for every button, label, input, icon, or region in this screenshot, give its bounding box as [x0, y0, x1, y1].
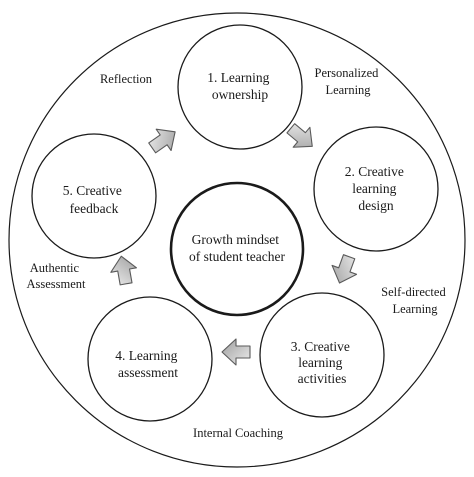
node-label-line: ownership [212, 87, 268, 102]
side-label-line: Self-directed [381, 285, 446, 299]
node-creative-learning-activities-label: 3. Creative learning activities [291, 339, 354, 386]
node-label-line: learning [352, 181, 396, 196]
node-label-line: 2. Creative [345, 164, 404, 179]
node-label-line: 1. Learning [207, 70, 269, 85]
arrow-feedback-to-ownership [148, 128, 176, 154]
label-self-directed-learning: Self-directed Learning [381, 285, 449, 316]
center-text-line: of student teacher [189, 249, 285, 264]
arrow-ownership-to-design [286, 123, 313, 148]
side-label-line: Assessment [26, 277, 86, 291]
arrow-design-to-activities [331, 254, 358, 284]
label-internal-coaching: Internal Coaching [193, 426, 284, 440]
node-label-line: learning [298, 355, 342, 370]
node-creative-feedback [31, 133, 157, 259]
node-label-line: design [358, 198, 393, 213]
center-circle [169, 181, 305, 317]
block-arrow-shape [221, 338, 251, 366]
label-reflection: Reflection [100, 72, 153, 86]
block-arrow-shape [286, 123, 313, 148]
node-creative-feedback-label: 5. Creative feedback [63, 183, 126, 216]
side-label-line: Learning [392, 302, 438, 316]
node-learning-assessment-label: 4. Learning assessment [115, 348, 181, 380]
side-label-line: Reflection [100, 72, 153, 86]
block-arrow-shape [148, 128, 176, 154]
side-label-line: Authentic [30, 261, 80, 275]
block-arrow-shape [110, 255, 138, 286]
node-label-line: activities [298, 371, 347, 386]
node-learning-assessment [87, 296, 213, 422]
node-creative-learning-activities [259, 292, 385, 418]
node-label-line: feedback [70, 201, 119, 216]
center-text: Growth mindset of student teacher [189, 232, 285, 264]
center-text-line: Growth mindset [192, 232, 280, 247]
node-creative-learning-design [313, 126, 439, 252]
side-label-line: Internal Coaching [193, 426, 284, 440]
label-authentic-assessment: Authentic Assessment [26, 261, 86, 291]
node-label-line: 3. Creative [291, 339, 350, 354]
label-personalized-learning: Personalized Learning [315, 66, 382, 97]
side-label-line: Personalized [315, 66, 380, 80]
node-label-line: 4. Learning [115, 348, 177, 363]
node-label-line: assessment [118, 365, 178, 380]
block-arrow-shape [331, 254, 358, 284]
arrow-activities-to-assessment [221, 338, 251, 366]
side-label-line: Learning [325, 83, 371, 97]
node-creative-learning-design-label: 2. Creative learning design [345, 164, 408, 213]
node-learning-ownership-label: 1. Learning ownership [207, 70, 273, 102]
node-label-line: 5. Creative [63, 183, 122, 198]
outer-circle [8, 12, 466, 468]
node-learning-ownership [177, 24, 303, 150]
arrow-assessment-to-feedback [110, 255, 138, 286]
